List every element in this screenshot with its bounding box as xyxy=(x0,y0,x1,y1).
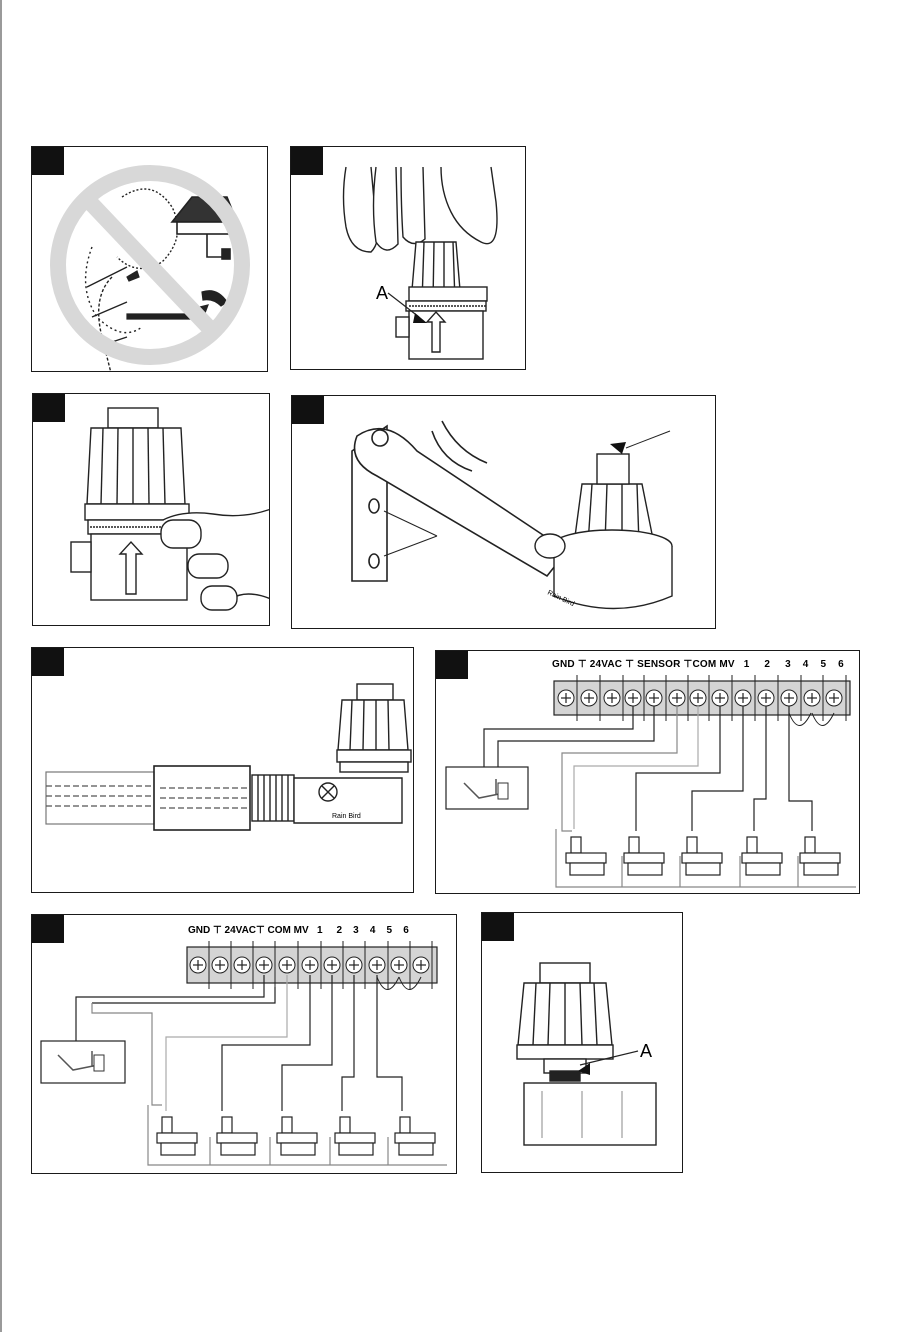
panel-1-prohibited-install xyxy=(31,146,268,372)
valve-connection-illustration: Rain Bird xyxy=(32,648,414,893)
leader-line xyxy=(626,431,670,448)
standard-wiring-diagram xyxy=(32,915,457,1174)
panel-3-turn-collar xyxy=(32,393,270,626)
valve-cap-icon xyxy=(517,963,656,1145)
valve-cap-icon xyxy=(535,454,672,609)
terminal-strip xyxy=(187,941,437,990)
callout-a-label: A xyxy=(376,283,388,303)
bracket-mount-illustration: Rain Bird xyxy=(292,396,716,629)
leader-line xyxy=(384,511,437,536)
panel-6-wiring-with-sensor: GND ⊤ 24VAC ⊤ SENSOR ⊤COM MV 1 2 3 4 5 6 xyxy=(435,650,860,894)
fitting-icon xyxy=(252,775,402,823)
valve-solenoid-icons xyxy=(566,837,840,875)
collar-turn-illustration xyxy=(33,394,270,626)
rain-sensor-box xyxy=(446,767,528,809)
valve-cap-icon xyxy=(396,242,487,359)
callout-arrow-icon xyxy=(610,442,626,454)
valve-cap-icon xyxy=(71,408,189,600)
panel-2-remove-cap: A xyxy=(290,146,526,370)
brand-logo: Rain Bird xyxy=(332,813,361,820)
prohibition-illustration xyxy=(32,147,268,372)
panel-7-wiring-standard: GND ⊤ 24VAC⊤ COM MV 1 2 3 4 5 6 xyxy=(31,914,457,1174)
hand-icon xyxy=(344,167,498,252)
valve-adjustment-illustration: A xyxy=(482,913,683,1173)
sensor-wiring-diagram xyxy=(436,651,860,894)
terminal-strip xyxy=(554,675,850,726)
panel-4-bracket-mount: Rain Bird xyxy=(291,395,716,629)
leader-line xyxy=(384,536,437,556)
valve-cap-icon xyxy=(337,684,411,772)
hose-icon xyxy=(46,766,250,830)
cap-removal-illustration: A xyxy=(291,147,526,370)
rain-sensor-box xyxy=(41,1041,125,1083)
page-edge-line xyxy=(0,0,2,1332)
callout-a-label: A xyxy=(640,1041,652,1061)
panel-8-valve-adjustment: A xyxy=(481,912,683,1173)
wiring xyxy=(76,975,447,1165)
valve-solenoid-icons xyxy=(157,1117,435,1155)
panel-5-valve-connection: Rain Bird xyxy=(31,647,414,893)
bracket-icon xyxy=(352,421,567,581)
